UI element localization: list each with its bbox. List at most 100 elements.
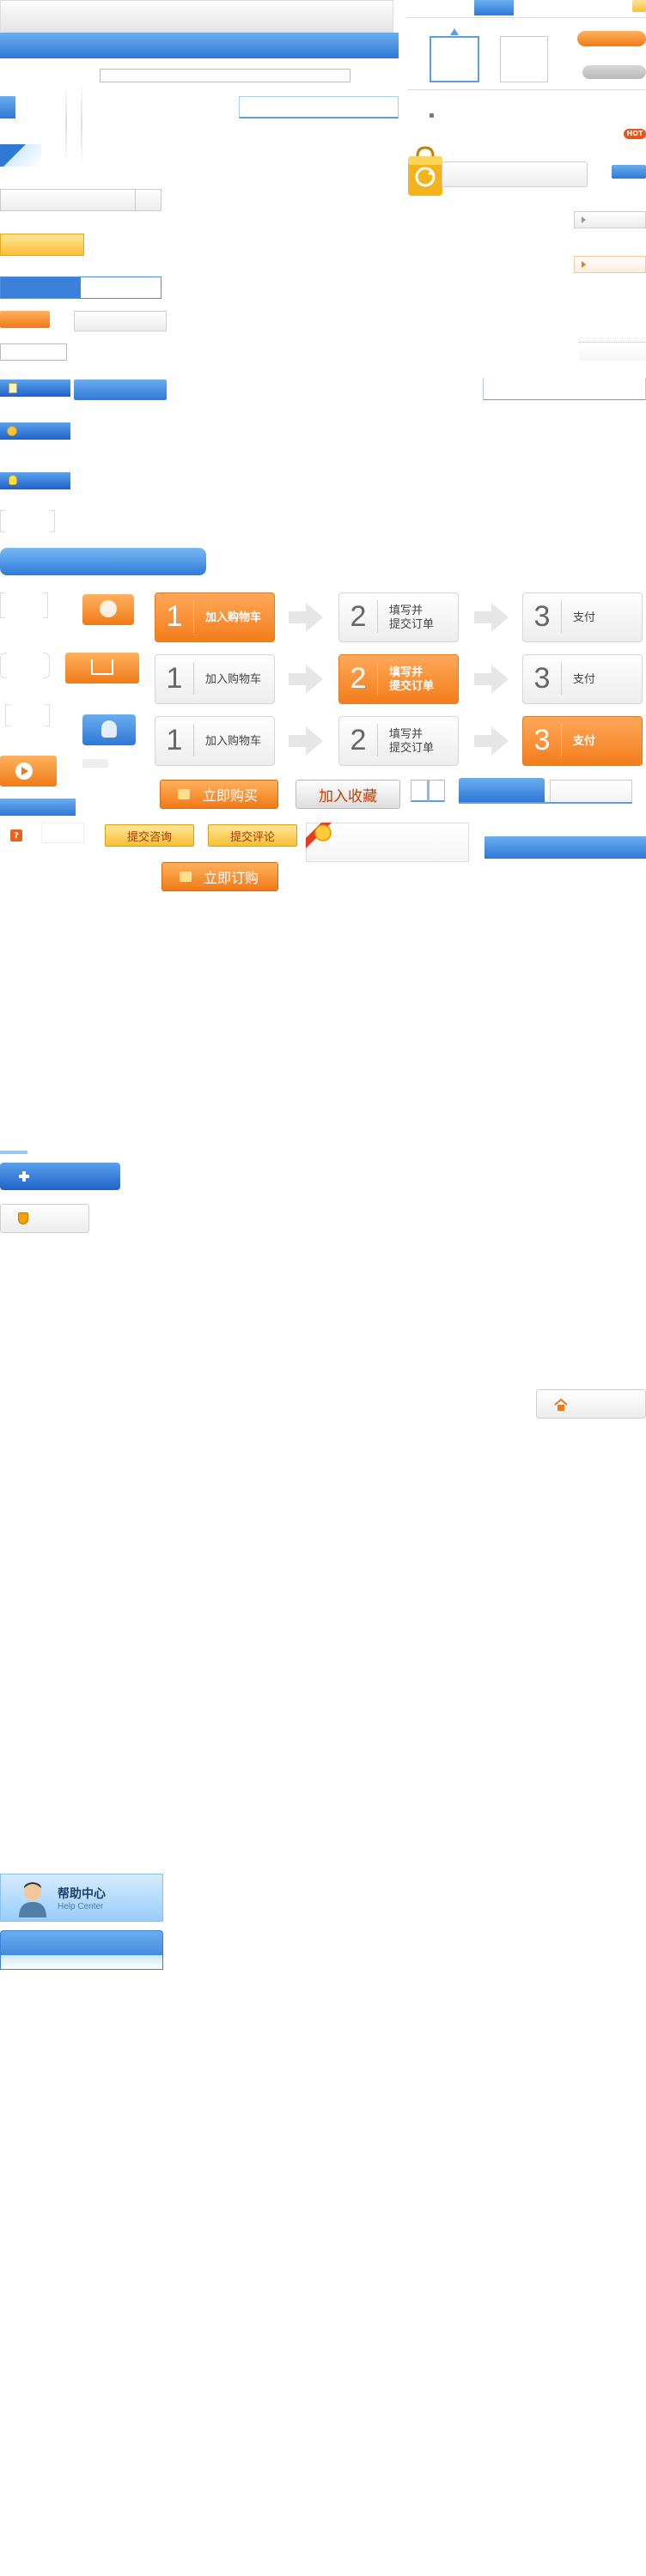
blue-corner-tab[interactable] xyxy=(0,144,41,167)
orange-pill-button[interactable] xyxy=(577,31,646,46)
order-now-label: 立即订购 xyxy=(203,870,259,886)
right-arrow-icon xyxy=(582,261,586,268)
play-button[interactable] xyxy=(0,756,57,787)
step-1-active: 1 加入购物车 xyxy=(155,592,275,642)
bracket-r xyxy=(43,592,48,618)
step-arrow-icon xyxy=(289,665,323,694)
blue-underline-tab[interactable] xyxy=(483,378,646,400)
gray-tab-bar[interactable] xyxy=(0,189,162,211)
plus-v xyxy=(22,1171,26,1182)
cart-icon xyxy=(180,872,192,882)
top-search-box[interactable] xyxy=(100,69,350,82)
question-badge[interactable]: ? xyxy=(10,829,22,841)
blue-white-tab[interactable] xyxy=(0,276,162,299)
step-arrow-icon xyxy=(474,665,509,694)
step-separator xyxy=(377,662,378,695)
white-input-box[interactable] xyxy=(0,343,67,361)
help-center-header: 帮助中心 Help Center xyxy=(0,1874,163,1922)
order-now-button[interactable]: 立即订购 xyxy=(162,862,278,891)
step-number: 1 xyxy=(166,724,183,756)
step-arrow-icon xyxy=(289,726,323,756)
step-label: 填写并 提交订单 xyxy=(389,605,435,631)
empty-tab[interactable] xyxy=(550,780,632,802)
cart-bar[interactable] xyxy=(442,161,588,187)
bracket-l xyxy=(5,704,10,726)
add-favorite-label: 加入收藏 xyxy=(319,787,377,805)
blue-wide-button[interactable] xyxy=(74,380,167,400)
orange-small-button[interactable] xyxy=(0,311,50,328)
step-label: 填写并 提交订单 xyxy=(389,666,435,693)
smiley-blue-tab[interactable] xyxy=(0,422,70,440)
vertical-rule-1 xyxy=(65,82,67,165)
bracket-r xyxy=(45,704,50,726)
step-arrow-icon xyxy=(474,603,509,632)
cart-icon-button-2[interactable] xyxy=(65,653,139,683)
buy-now-button[interactable]: 立即购买 xyxy=(160,780,278,809)
shopping-cart-icon xyxy=(91,659,113,675)
step-number: 2 xyxy=(350,662,367,695)
step-number: 3 xyxy=(533,662,551,695)
small-arrow-button-1[interactable] xyxy=(574,211,646,228)
submit-inquiry-label: 提交咨询 xyxy=(126,830,172,844)
step-3: 3 支付 xyxy=(522,654,643,704)
small-blue-tab[interactable] xyxy=(474,0,514,15)
bracket-l xyxy=(0,592,5,618)
user-icon-button[interactable] xyxy=(82,714,136,745)
submit-review-label: 提交评论 xyxy=(229,830,275,844)
submit-review-button[interactable]: 提交评论 xyxy=(208,824,297,847)
help-center-blue-bar[interactable] xyxy=(0,1930,163,1970)
help-person-icon xyxy=(16,1880,49,1917)
cart-icon xyxy=(178,789,190,799)
thumb-frame-selected[interactable] xyxy=(430,36,479,82)
shopping-bag-icon xyxy=(405,144,445,197)
new-ribbon-icon xyxy=(306,823,333,848)
step-2-active: 2 填写并 提交订单 xyxy=(338,654,459,704)
small-tab-group[interactable] xyxy=(411,780,445,802)
thin-blue-line xyxy=(0,1151,27,1154)
search-input-blue[interactable] xyxy=(239,96,399,118)
panel-box xyxy=(306,823,469,862)
faint-gray-chip xyxy=(82,759,108,768)
step-label: 加入购物车 xyxy=(205,611,262,624)
curly-bracket-pair xyxy=(0,653,52,682)
small-arrow-button-2[interactable] xyxy=(574,256,646,273)
bracket-r xyxy=(43,653,50,678)
top-gray-bar xyxy=(0,0,393,33)
step-number: 1 xyxy=(166,662,183,695)
home-button[interactable] xyxy=(536,1389,646,1419)
top-right-line xyxy=(407,17,646,18)
add-favorite-button[interactable]: 加入收藏 xyxy=(296,780,400,809)
help-center-subtitle: Help Center xyxy=(58,1902,104,1911)
yellow-tab[interactable] xyxy=(0,234,84,256)
step-number: 2 xyxy=(350,724,367,756)
faint-input[interactable] xyxy=(579,342,646,361)
long-blue-button[interactable] xyxy=(0,548,206,575)
cart-icon-button-1[interactable] xyxy=(82,594,134,625)
help-bar-shine xyxy=(1,1955,162,1969)
document-icon xyxy=(9,383,17,393)
tab-divider xyxy=(135,190,136,210)
gray-small-button[interactable] xyxy=(74,311,167,331)
smiley-icon xyxy=(7,426,17,436)
doc-blue-tab[interactable] xyxy=(0,380,70,397)
plus-icon xyxy=(19,1171,29,1182)
add-blue-button[interactable] xyxy=(0,1163,120,1190)
buy-now-label: 立即购买 xyxy=(202,787,258,804)
small-blue-button[interactable] xyxy=(612,165,646,179)
dot-bullet-icon xyxy=(430,113,434,118)
step-label: 支付 xyxy=(573,673,596,686)
home-icon xyxy=(554,1398,568,1412)
bracket-l xyxy=(0,653,7,678)
step-number: 3 xyxy=(533,600,551,633)
gray-pill-button[interactable] xyxy=(582,65,646,79)
thumb-frame[interactable] xyxy=(500,36,548,82)
blue-square-tab[interactable] xyxy=(0,96,15,118)
step-separator xyxy=(561,600,562,633)
bracket-right xyxy=(50,510,55,532)
bulb-blue-tab[interactable] xyxy=(0,472,70,489)
submit-inquiry-button[interactable]: 提交咨询 xyxy=(105,824,194,847)
blue-dropdown-tab[interactable] xyxy=(459,778,545,802)
blue-strip-left xyxy=(0,799,76,816)
medal-gray-button[interactable] xyxy=(0,1204,89,1233)
bracket-pair-1 xyxy=(0,592,50,622)
